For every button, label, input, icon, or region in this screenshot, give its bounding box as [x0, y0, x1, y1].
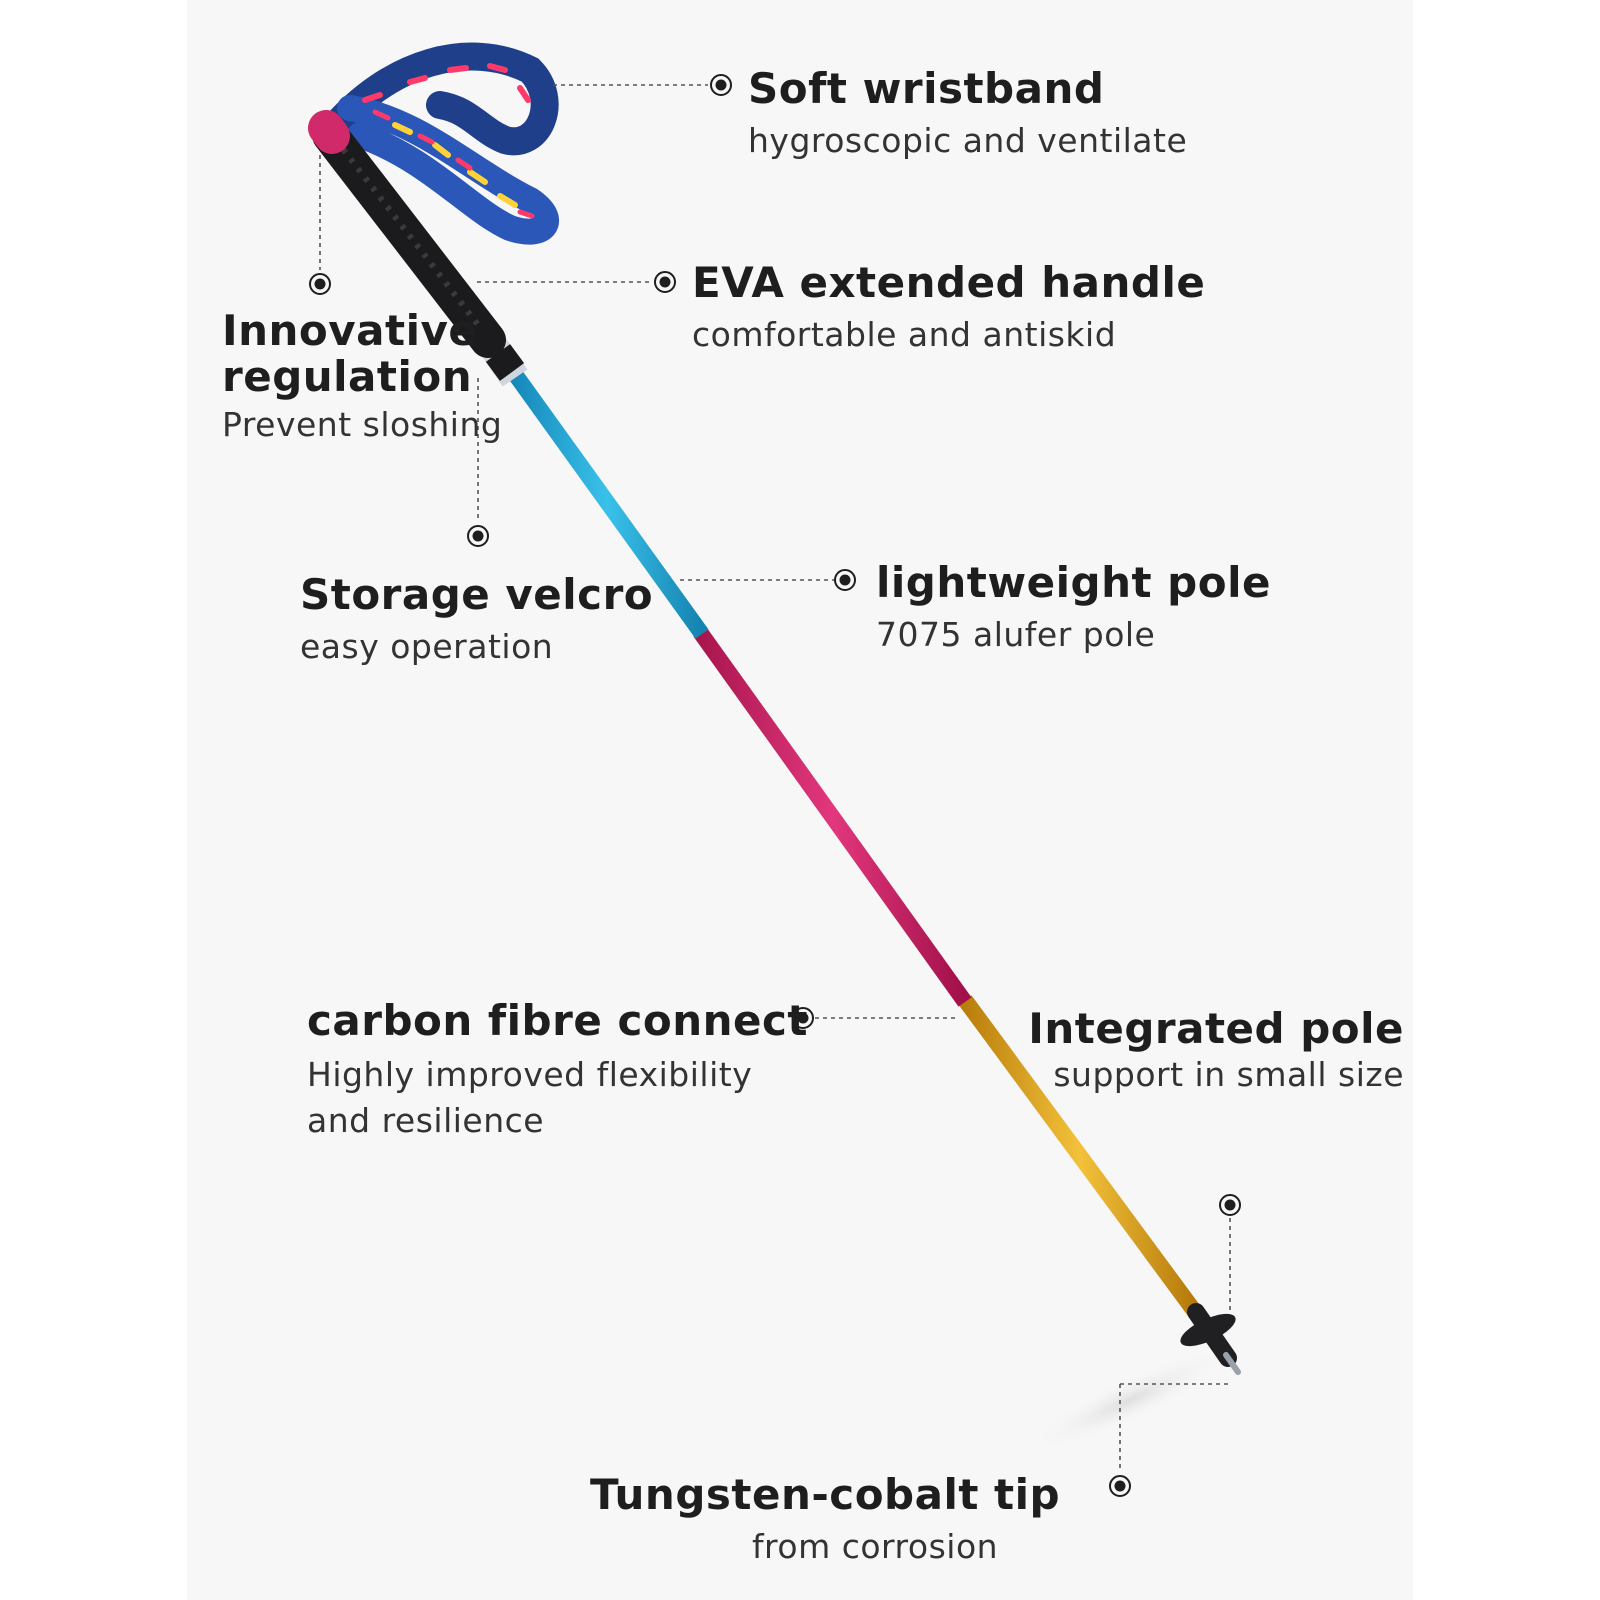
feature-title: Soft wristband — [748, 64, 1105, 113]
marker-tip-icon — [1109, 1475, 1131, 1497]
feature-desc-line1: Highly improved flexibility — [307, 1055, 753, 1094]
feature-integrated: Integrated pole support in small size — [1028, 1006, 1404, 1096]
feature-desc: support in small size — [1053, 1055, 1404, 1094]
feature-desc: from corrosion — [751, 1527, 999, 1566]
feature-carbon: carbon fibre connect Highly improved fle… — [307, 998, 808, 1142]
feature-desc: comfortable and antiskid — [692, 315, 1117, 354]
feature-title-line2: regulation — [222, 352, 473, 401]
marker-velcro-icon — [467, 525, 489, 547]
feature-regulation: Innovative regulation Prevent sloshing — [222, 308, 502, 446]
feature-handle: EVA extended handle comfortable and anti… — [692, 260, 1205, 356]
feature-title: Tungsten-cobalt tip — [590, 1470, 1061, 1519]
feature-desc: easy operation — [300, 627, 554, 666]
marker-handle-icon — [654, 271, 676, 293]
feature-pole: lightweight pole 7075 alufer pole — [876, 560, 1271, 656]
tungsten-tip — [1223, 1352, 1241, 1375]
feature-title: Integrated pole — [1028, 1004, 1404, 1053]
feature-title: lightweight pole — [876, 558, 1271, 607]
tip-shadow — [1029, 1349, 1231, 1451]
feature-desc: 7075 alufer pole — [876, 615, 1156, 654]
marker-integrated-icon — [1219, 1194, 1241, 1216]
feature-velcro: Storage velcro easy operation — [300, 572, 653, 668]
tip-basket — [1180, 1303, 1241, 1375]
feature-desc: hygroscopic and ventilate — [748, 121, 1188, 160]
wrist-strap — [316, 42, 559, 245]
marker-carbon-icon — [792, 1007, 814, 1029]
feature-desc: Prevent sloshing — [222, 405, 503, 444]
marker-pole-icon — [834, 569, 856, 591]
feature-title: carbon fibre connect — [307, 996, 808, 1045]
feature-desc-line2: and resilience — [307, 1101, 545, 1140]
callout-markers — [309, 74, 1241, 1497]
pole-section-gold — [958, 995, 1202, 1317]
feature-title: EVA extended handle — [692, 258, 1206, 307]
feature-tip: Tungsten-cobalt tip from corrosion — [590, 1470, 1061, 1568]
marker-regulation-icon — [309, 273, 331, 295]
eva-grip — [308, 110, 506, 358]
feature-title-line1: Innovative — [222, 306, 478, 355]
pole-section-blue — [505, 365, 709, 639]
pole-section-pink — [693, 627, 972, 1007]
feature-wristband: Soft wristband hygroscopic and ventilate — [748, 66, 1187, 162]
leader-lines — [319, 84, 1231, 1468]
feature-title: Storage velcro — [300, 570, 654, 619]
marker-wristband-icon — [710, 74, 732, 96]
